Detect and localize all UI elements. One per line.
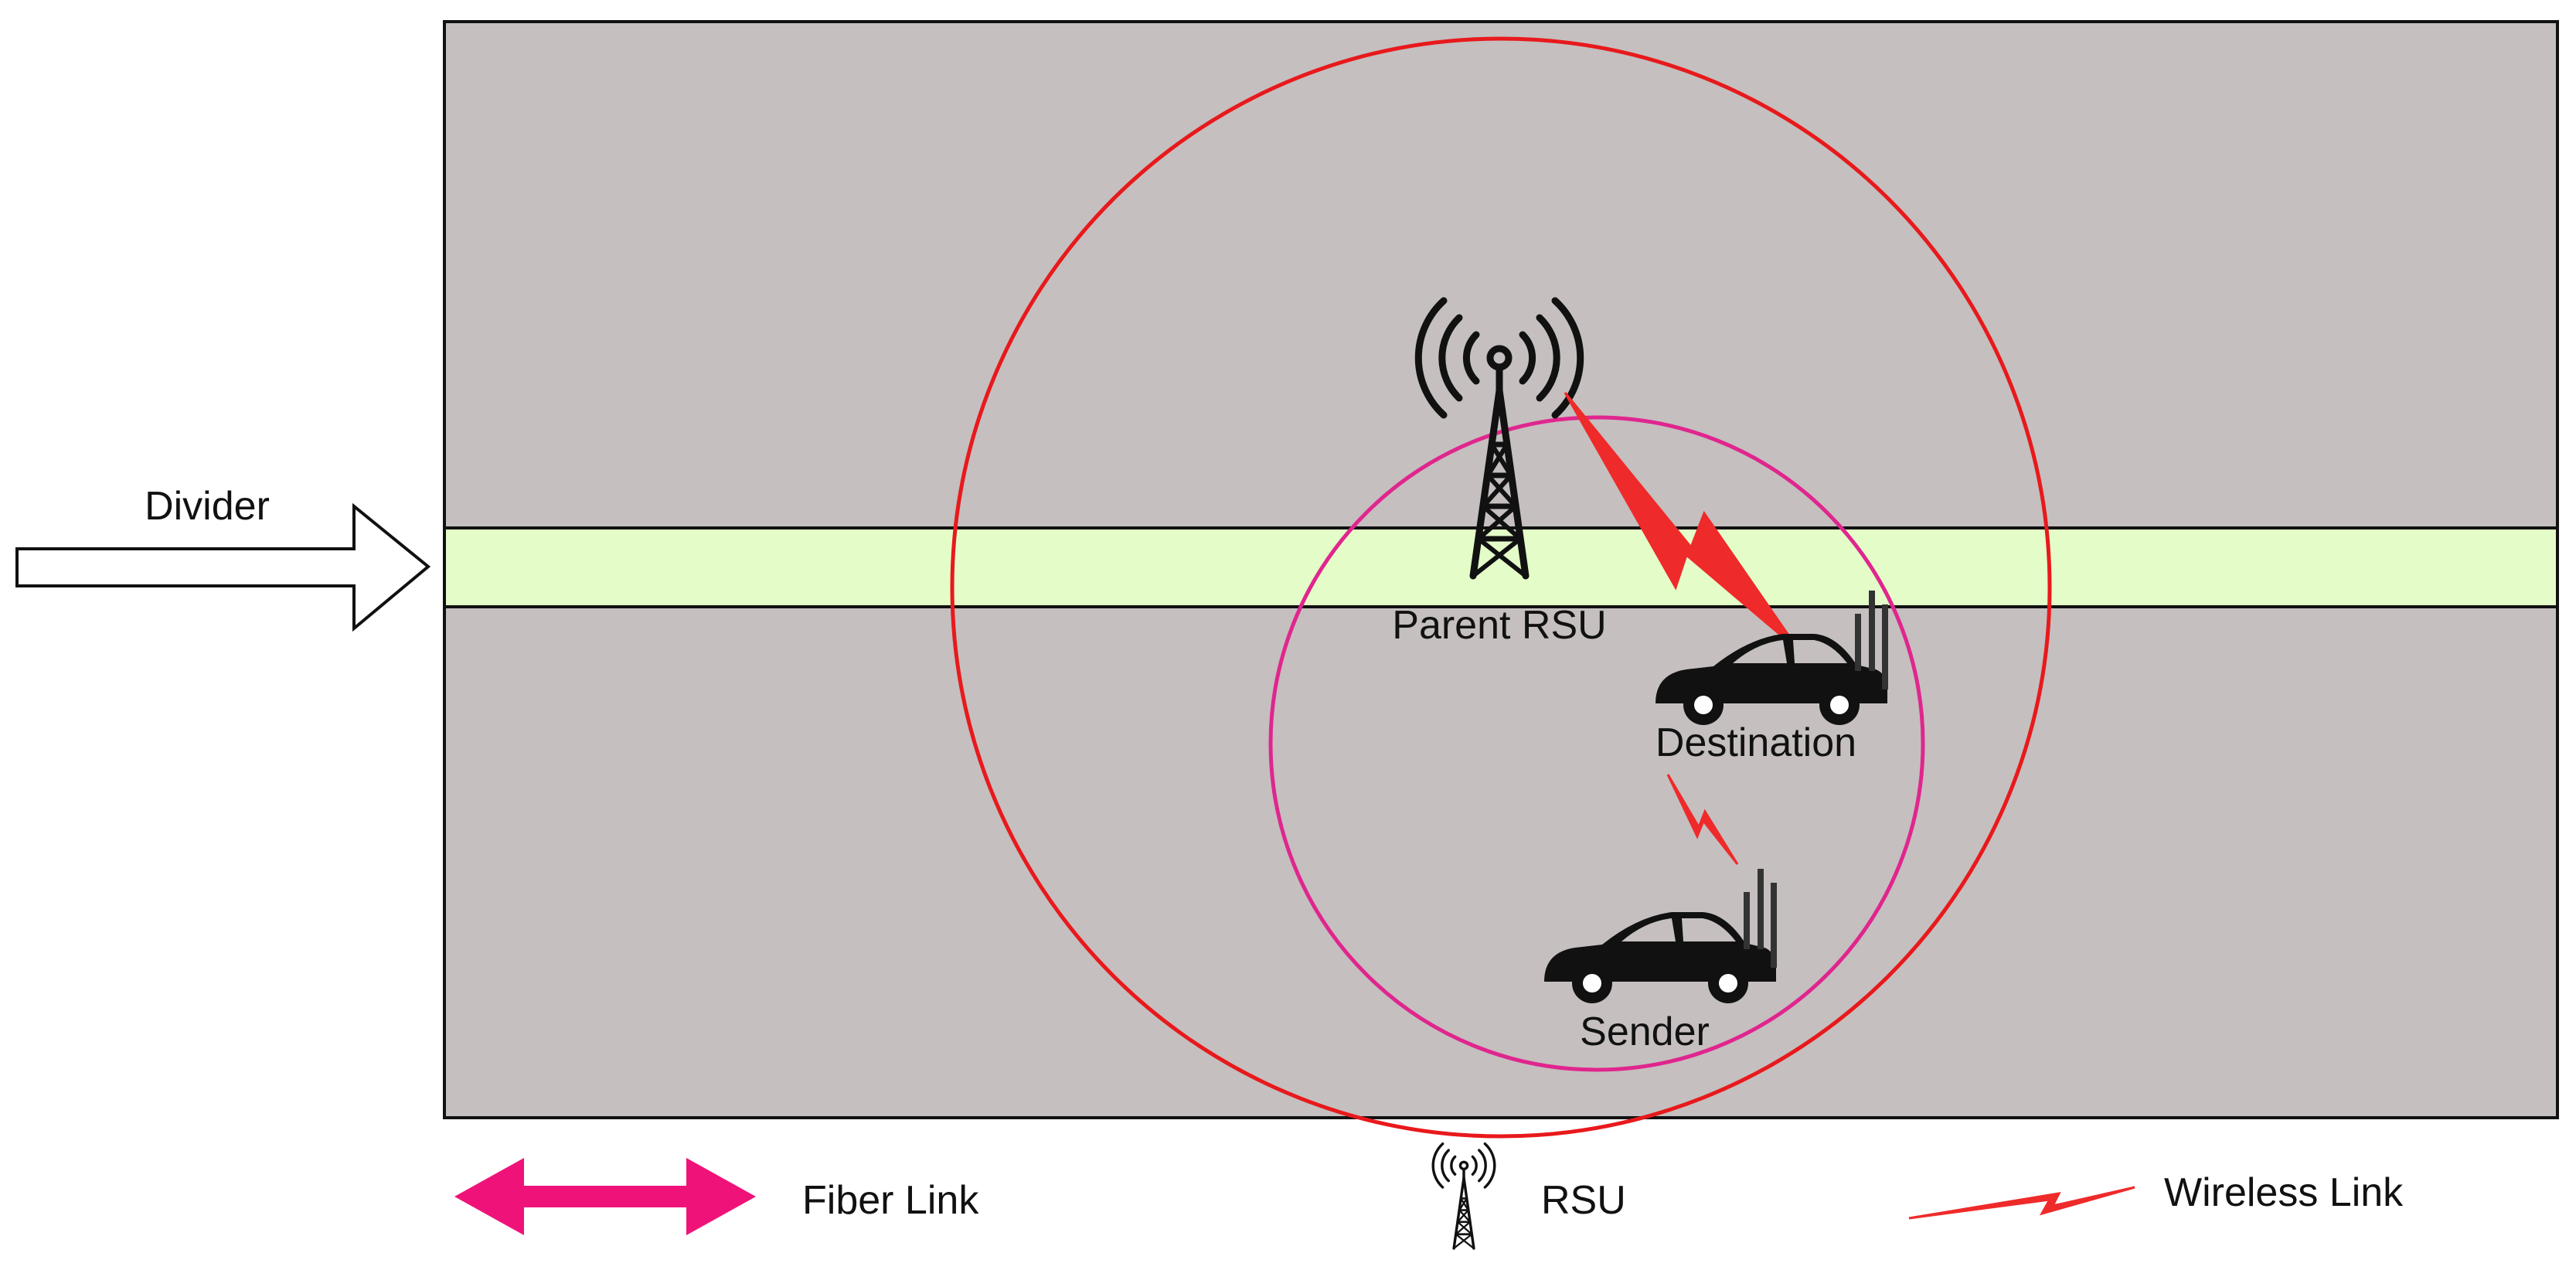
destination-label: Destination [1656,720,1856,765]
right-arrow-icon [15,502,431,632]
wireless-link-destination-sender-icon [1666,774,1739,865]
double-arrow-icon [454,1158,756,1235]
parent-rsu-range [950,36,2052,1139]
legend-rsu-tower-icon [1431,1142,1496,1250]
legend-wireless-link-label: Wireless Link [2164,1170,2404,1215]
sender-label: Sender [1580,1010,1710,1054]
vehicle-range [1268,415,1925,1072]
legend-fiber-link-label: Fiber Link [802,1178,979,1223]
parent-rsu-label: Parent RSU [1392,603,1606,648]
legend-rsu-label: RSU [1541,1178,1626,1223]
legend-lightning-bolt-icon [1908,1186,2135,1220]
divider-label: Divider [145,484,270,529]
